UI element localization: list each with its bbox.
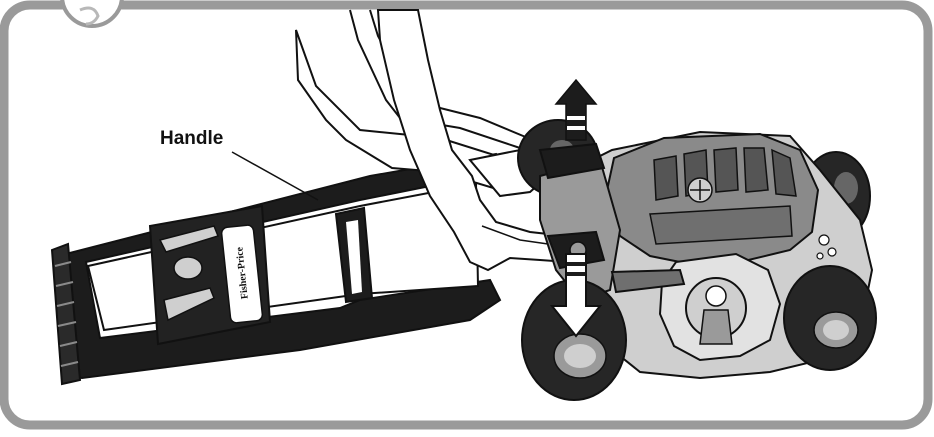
handle-label: Handle [160,128,223,150]
brand-logo-text: Fisher-Price [234,246,250,299]
wheel-front-right [784,266,876,370]
